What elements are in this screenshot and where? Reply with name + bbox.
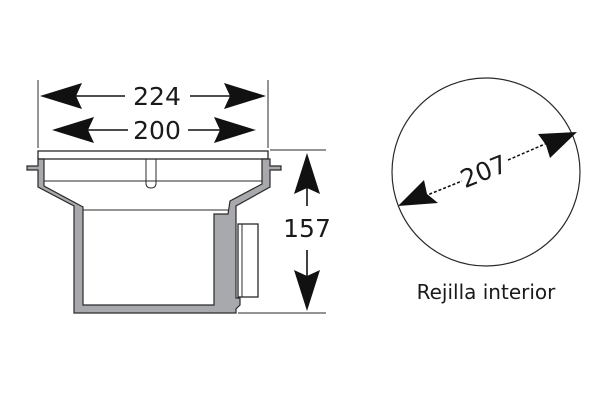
grate-circle xyxy=(391,77,581,267)
dim-207-arrow-lower xyxy=(398,180,438,206)
dim-200-arrow-right xyxy=(214,117,256,143)
interior-grate-view: 207 xyxy=(391,77,581,267)
dimension-224: 224 xyxy=(40,82,266,111)
dim-207-arrow-upper xyxy=(538,132,577,158)
dim-157-label: 157 xyxy=(283,214,331,243)
dim-224-arrow-left xyxy=(40,83,82,109)
extension-lines xyxy=(37,80,326,314)
grate-center-slot xyxy=(145,159,157,189)
dim-200-arrow-left xyxy=(52,117,94,143)
dim-157-arrow-bottom xyxy=(294,270,320,311)
drain-body xyxy=(26,150,282,314)
dim-200-label: 200 xyxy=(133,116,181,145)
dimension-200: 200 xyxy=(52,116,256,145)
dim-207-dashed-upper xyxy=(507,140,553,161)
drain-shell-wall xyxy=(26,158,282,314)
dim-157-arrow-top xyxy=(294,153,320,194)
top-grate-plate xyxy=(37,150,269,160)
dim-224-label: 224 xyxy=(133,82,181,111)
dimension-157: 157 xyxy=(283,153,331,311)
grate-caption: Rejilla interior xyxy=(417,280,557,304)
dim-224-arrow-right xyxy=(224,83,266,109)
outlet-pipe xyxy=(237,223,259,298)
